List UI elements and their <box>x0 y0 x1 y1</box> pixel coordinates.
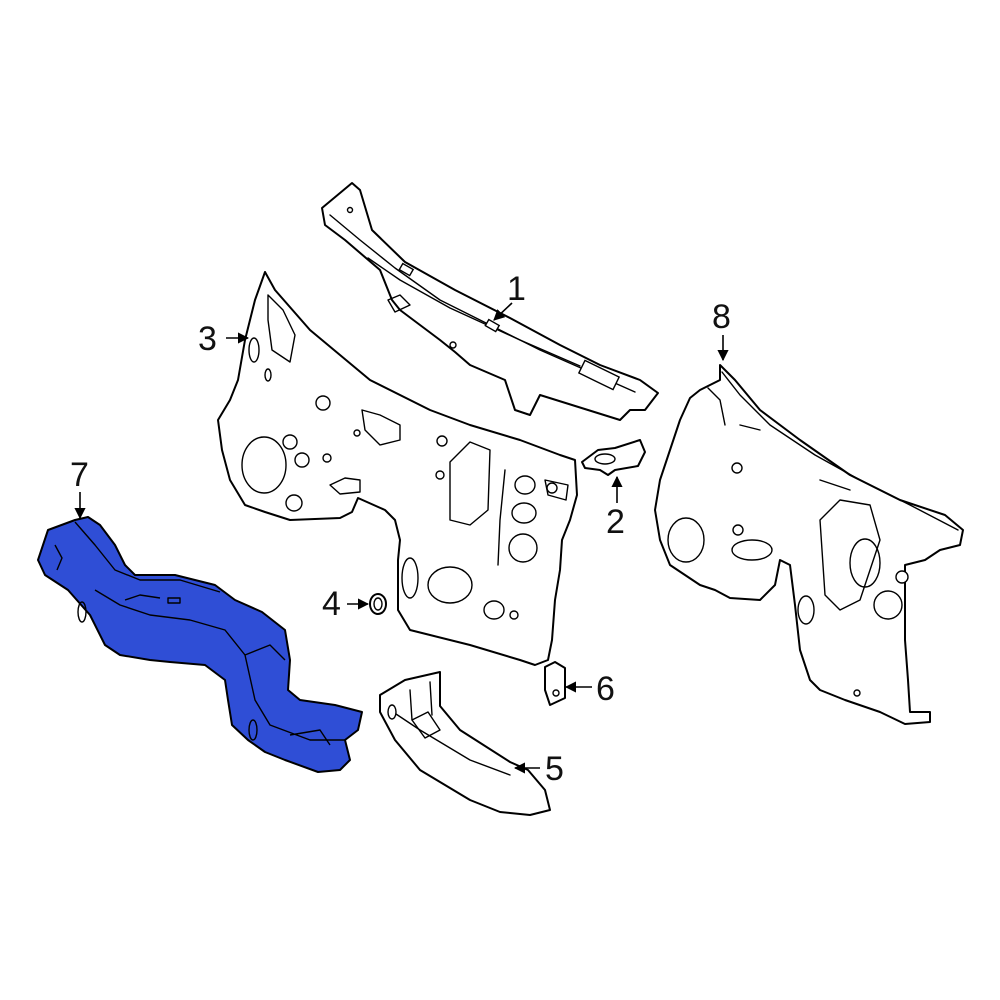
callout-arrows <box>74 302 729 774</box>
callout-label-8[interactable]: 8 <box>712 298 731 336</box>
part-5-lower-cover[interactable] <box>379 671 551 816</box>
callout-label-3[interactable]: 3 <box>198 320 217 358</box>
callout-label-5[interactable]: 5 <box>545 750 564 788</box>
callout-label-6[interactable]: 6 <box>596 670 615 708</box>
part-2-bracket[interactable] <box>581 439 646 476</box>
part-8-dash-assembly[interactable] <box>654 364 964 725</box>
part-4-grommet[interactable] <box>369 593 387 615</box>
callout-label-1[interactable]: 1 <box>507 270 526 308</box>
callout-label-2[interactable]: 2 <box>606 503 625 541</box>
part-6-clip[interactable] <box>544 661 566 706</box>
callout-label-4[interactable]: 4 <box>322 585 341 623</box>
callout-label-7[interactable]: 7 <box>70 456 89 494</box>
callout-1-leader <box>493 302 513 321</box>
part-1-cowl-panel[interactable] <box>321 182 659 421</box>
part-3-dash-panel[interactable] <box>217 271 578 666</box>
part-7-insulator-highlighted[interactable] <box>37 516 363 773</box>
